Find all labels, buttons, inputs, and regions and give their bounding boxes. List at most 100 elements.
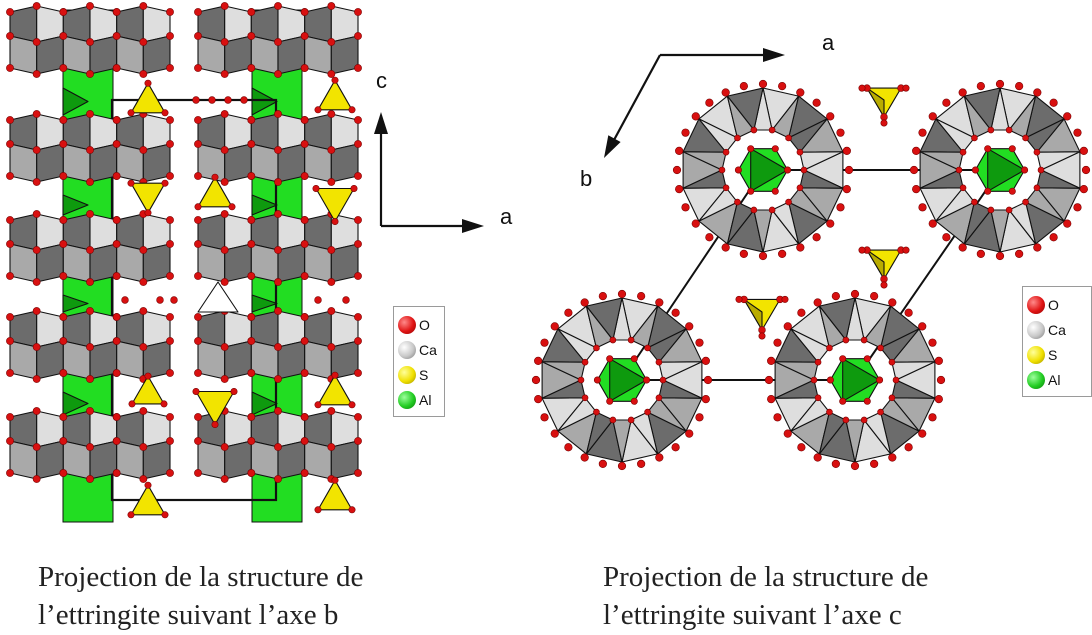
oxygen-atom [86,70,94,78]
oxygen-atom [127,109,135,117]
oxygen-atom [144,372,152,380]
oxygen-atom [247,32,256,40]
oxygen-atom [6,469,14,477]
calcium-polyhedron [585,305,614,349]
calcium-polyhedron [557,397,597,432]
calcium-polyhedron [224,440,252,480]
oxygen-atom [220,70,229,78]
calcium-polyhedron [116,243,144,283]
oxygen-atom [127,179,135,187]
oxygen-atom [831,459,840,468]
left-legend: O Ca S Al [393,306,445,417]
calcium-polyhedron [142,143,171,183]
legend-item-oxygen: O [1027,292,1087,317]
oxygen-atom [955,166,963,174]
oxygen-atom [327,110,336,118]
oxygen-atom [247,8,256,16]
oxygen-atom [139,307,148,315]
oxygen-atom [86,407,94,415]
oxygen-atom [240,96,248,104]
oxygen-atom [842,185,851,194]
oxygen-atom [86,178,94,186]
aluminium-ball-icon [398,390,416,409]
oxygen-atom [144,209,152,217]
oxygen-atom [327,407,336,415]
oxygen-atom [877,408,884,416]
legend-label: O [1048,296,1059,313]
oxygen-atom [912,146,921,155]
oxygen-atom [617,461,627,471]
oxygen-atom [348,106,356,114]
calcium-polyhedron [330,35,359,75]
legend-item-calcium: Ca [1027,317,1087,342]
oxygen-atom [1063,219,1072,228]
oxygen-atom [86,443,94,451]
oxygen-atom [6,272,14,280]
oxygen-atom [644,408,651,416]
oxygen-atom [300,8,309,16]
oxygen-atom [32,2,41,10]
calcium-polyhedron [585,411,614,455]
calcium-polyhedron [62,440,91,480]
oxygen-atom [675,146,684,155]
oxygen-atom [6,313,14,321]
calcium-polyhedron [1036,169,1081,189]
calcium-polyhedron [36,143,64,183]
calcium-polyhedron [774,361,819,381]
aluminium-octahedron-shadow [750,148,789,192]
oxygen-atom [166,337,174,345]
calcium-polyhedron [89,243,118,283]
oxygen-atom [247,140,256,148]
oxygen-atom [112,8,121,16]
oxygen-atom [274,38,282,46]
oxygen-atom [32,38,41,46]
oxygen-atom [959,184,967,192]
oxygen-atom [550,322,559,331]
oxygen-atom [734,198,741,206]
oxygen-atom [581,394,589,402]
oxygen-atom [810,376,818,384]
calcium-polyhedron [682,151,727,171]
oxygen-atom [1049,98,1058,107]
oxygen-atom [971,166,979,174]
oxygen-atom [764,375,774,385]
calcium-polyhedron [963,201,992,245]
aluminium-octahedron-shadow [842,358,881,402]
oxygen-atom [778,82,787,91]
oxygen-atom [166,413,174,421]
oxygen-atom [675,185,684,194]
oxygen-atom [161,179,169,187]
oxygen-atom [577,376,585,384]
calcium-polyhedron [845,419,865,463]
oxygen-atom [274,375,282,383]
oxygen-atom [655,394,663,402]
calcium-polyhedron [682,169,727,189]
calcium-polyhedron [788,187,828,222]
oxygen-atom [858,84,866,92]
oxygen-atom [32,307,41,315]
oxygen-atom [6,369,14,377]
oxygen-atom [734,134,741,142]
oxygen-atom [721,88,730,97]
calcium-polyhedron [698,118,738,153]
oxygen-atom [758,326,766,334]
left-caption-line-2: l’ettringite suivant l’axe b [38,599,339,631]
oxygen-atom [166,140,174,148]
oxygen-atom [166,313,174,321]
oxygen-atom [86,38,94,46]
oxygen-atom [354,140,362,148]
oxygen-atom [6,337,14,345]
oxygen-atom [695,338,704,347]
aluminium-ball-icon [1027,370,1045,389]
calcium-polyhedron [818,305,847,349]
oxygen-atom [314,506,322,514]
oxygen-atom [220,146,229,154]
sulfate-tetrahedron-shadow [743,298,763,331]
calcium-polyhedron [726,201,755,245]
oxygen-atom [1008,145,1016,153]
oxygen-atom [1033,88,1042,97]
oxygen-atom [987,206,995,214]
oxygen-atom [354,8,362,16]
calcium-polyhedron [330,440,359,480]
